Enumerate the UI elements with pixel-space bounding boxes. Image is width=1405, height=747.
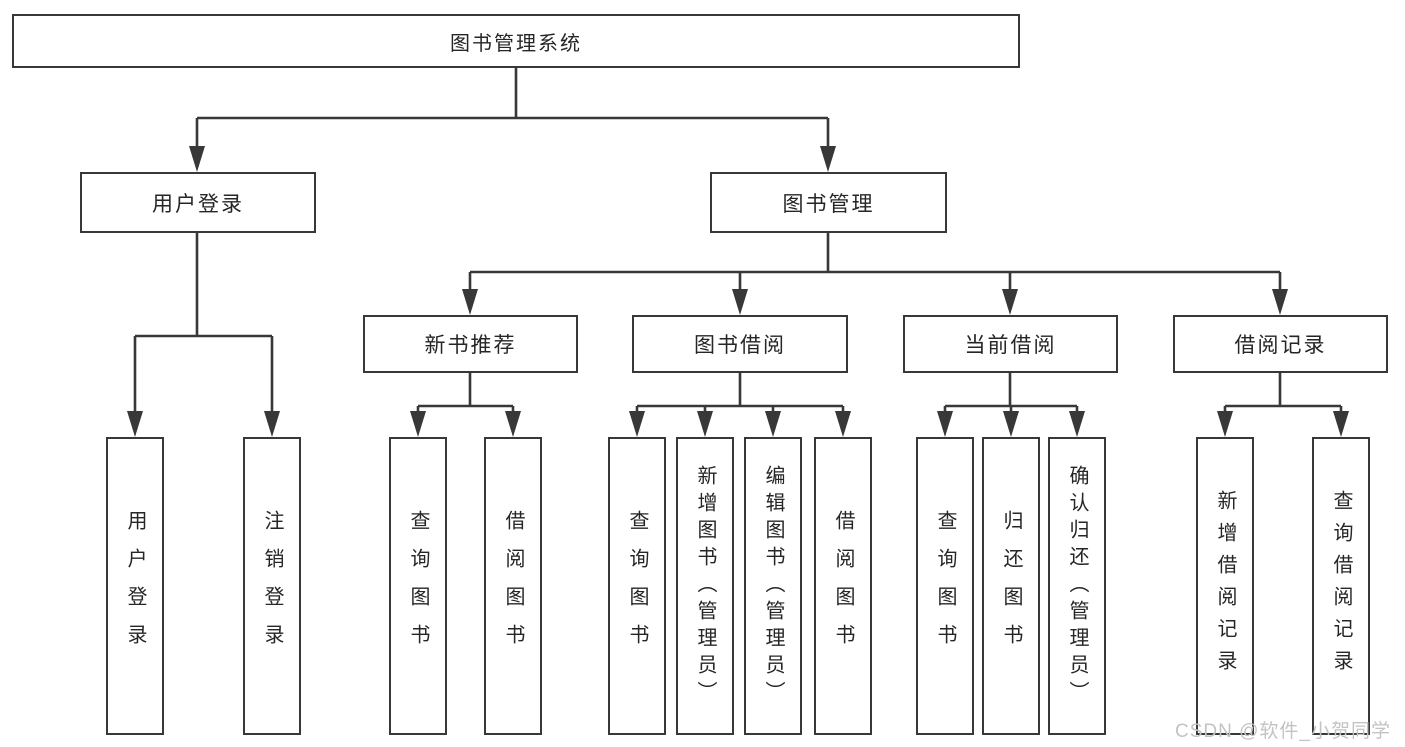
node-book-borrow-label: 图书借阅 xyxy=(694,334,786,357)
node-borrow-records-label: 借阅记录 xyxy=(1234,334,1327,357)
node-root-system: 图书管理系统 xyxy=(12,14,1020,68)
leaf-borrow-books-recommend: 借阅图书 xyxy=(484,437,542,735)
node-new-book-recommend: 新书推荐 xyxy=(363,315,578,373)
node-book-management-label: 图书管理 xyxy=(782,192,875,216)
node-new-book-recommend-label: 新书推荐 xyxy=(424,334,517,357)
leaf-logout: 注销登录 xyxy=(243,437,301,735)
leaf-borrow-books: 借阅图书 xyxy=(814,437,872,735)
leaf-query-borrow-record: 查询借阅记录 xyxy=(1312,437,1370,735)
leaf-query-books-current: 查询图书 xyxy=(916,437,974,735)
node-book-borrow: 图书借阅 xyxy=(632,315,848,373)
leaf-query-books-borrow: 查询图书 xyxy=(608,437,666,735)
leaf-confirm-return-admin: 确认归还（管理员） xyxy=(1048,437,1106,735)
leaf-add-borrow-record: 新增借阅记录 xyxy=(1196,437,1254,735)
node-current-borrow-label: 当前借阅 xyxy=(964,334,1057,357)
leaf-add-book-admin: 新增图书（管理员） xyxy=(676,437,734,735)
leaf-user-login: 用户登录 xyxy=(106,437,164,735)
node-user-login: 用户登录 xyxy=(80,172,316,233)
node-borrow-records: 借阅记录 xyxy=(1173,315,1388,373)
node-root-label: 图书管理系统 xyxy=(450,32,582,55)
leaf-edit-book-admin: 编辑图书（管理员） xyxy=(744,437,802,735)
node-current-borrow: 当前借阅 xyxy=(903,315,1118,373)
node-book-management: 图书管理 xyxy=(710,172,947,233)
csdn-watermark: CSDN @软件_小贺同学 xyxy=(1175,721,1391,742)
leaf-query-books-recommend: 查询图书 xyxy=(389,437,447,735)
node-user-login-label: 用户登录 xyxy=(152,192,244,216)
leaf-return-books: 归还图书 xyxy=(982,437,1040,735)
